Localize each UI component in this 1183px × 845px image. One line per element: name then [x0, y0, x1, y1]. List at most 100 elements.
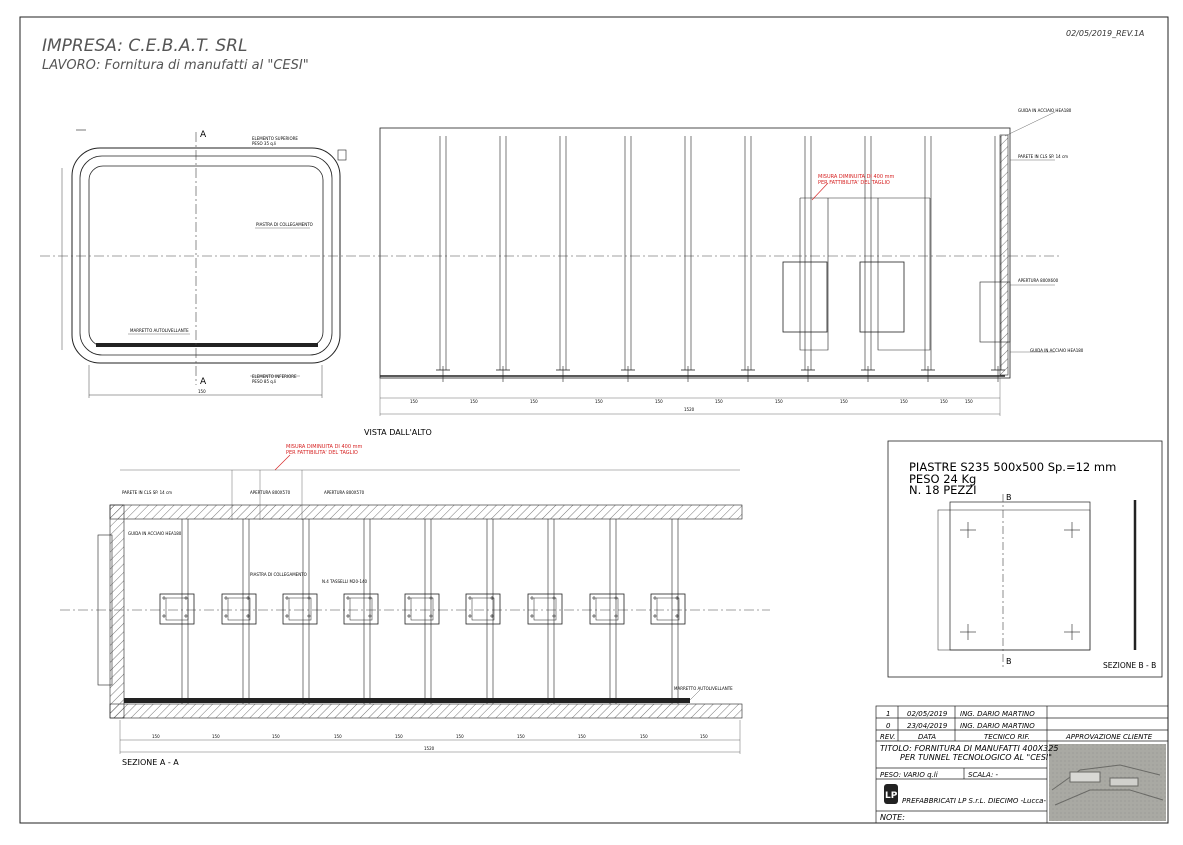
dimension-label: 150: [775, 399, 783, 404]
dimension-label: 150: [578, 734, 586, 739]
dimension-label: 150: [655, 399, 663, 404]
label-elemento-inferiore: ELEMENTO INFERIORE: [252, 374, 297, 379]
label-parete-top: PARETE IN CLS SP. 14 cm: [1018, 154, 1068, 159]
connection-plate: [589, 593, 625, 625]
connection-plate-inner: [471, 597, 495, 621]
connection-plate-inner: [656, 597, 680, 621]
longitudinal-view: [360, 111, 1060, 416]
rev-0-date: 23/04/2019: [907, 722, 948, 730]
label-misura-top-2: PER FATTIBILITA' DEL TAGLIO: [818, 180, 890, 186]
sheet-border: [19, 16, 1169, 824]
rev-0-number: 0: [886, 722, 891, 730]
dimension-label: 150: [410, 399, 418, 404]
label-elemento-superiore: ELEMENTO SUPERIORE: [252, 136, 298, 141]
dimension-label: 150: [152, 734, 160, 739]
label-tasselli: N.4 TASSELLI M20-140: [322, 579, 368, 584]
dim-total-plan: 1520: [424, 746, 435, 751]
connection-plate: [343, 593, 379, 625]
sezione-bb-label: SEZIONE B - B: [1103, 661, 1156, 670]
dimension-label: 150: [700, 734, 708, 739]
connection-plate: [527, 593, 563, 625]
piastre-detail-box: [887, 440, 1163, 678]
section-mark-a-bottom: A: [200, 377, 207, 387]
scala-field: SCALA: -: [968, 771, 999, 779]
connection-plate: [404, 593, 440, 625]
header-approvazione: APPROVAZIONE CLIENTE: [1065, 733, 1153, 741]
dimension-label: 150: [272, 734, 280, 739]
connection-plate-inner: [227, 597, 251, 621]
header-data: DATA: [918, 733, 936, 741]
label-piastra-plan: PIASTRA DI COLLEGAMENTO: [250, 572, 307, 577]
dimension-label: 150: [212, 734, 220, 739]
dimension-label: 150: [900, 399, 908, 404]
label-marretto-plan: MARRETTO AUTOLIVELLANTE: [674, 686, 733, 691]
label-misura-plan-1: MISURA DIMINUITA DI 400 mm: [286, 444, 362, 450]
dimension-label: 150: [595, 399, 603, 404]
dimension-label: 150: [965, 399, 973, 404]
revision-code: 02/05/2019_REV.1A: [1066, 29, 1144, 38]
connection-plate: [650, 593, 686, 625]
dimension-label: 150: [715, 399, 723, 404]
label-apertura-plan-1: APERTURA 800X570: [250, 490, 291, 495]
dim-total-top: 1520: [684, 407, 695, 412]
label-guida-top: GUIDA IN ACCIAIO HEA180: [1018, 108, 1072, 113]
connection-plate-inner: [595, 597, 619, 621]
label-parete-plan: PARETE IN CLS SP. 14 cm: [122, 490, 172, 495]
titolo-line2: PER TUNNEL TECNOLOGICO AL "CESI": [900, 753, 1052, 762]
note-field: NOTE:: [880, 813, 905, 822]
peso-field: PESO: VARIO q.li: [880, 771, 938, 779]
connection-plate-inner: [288, 597, 312, 621]
rev-1-date: 02/05/2019: [907, 710, 948, 718]
top-dimension-chain: 150 150 150 150 150 150 150 150 150 150 150: [410, 399, 973, 404]
titolo-line1: TITOLO: FORNITURA DI MANUFATTI 400X325: [880, 744, 1058, 753]
header-rev: REV.: [880, 733, 896, 741]
rev-1-number: 1: [886, 710, 890, 718]
dimension-label: 150: [517, 734, 525, 739]
label-apertura-plan-2: APERTURA 800X570: [324, 490, 365, 495]
dim-bottom-left: 150: [198, 389, 206, 394]
label-misura-top-1: MISURA DIMINUITA DI 400 mm: [818, 174, 894, 180]
piastre-line2: PESO 24 Kg: [909, 472, 976, 486]
section-mark-a-top: A: [200, 130, 207, 140]
label-guida-bottom: GUIDA IN ACCIAIO HEA180: [1030, 348, 1084, 353]
dimension-label: 150: [334, 734, 342, 739]
connection-plate-inner: [165, 597, 189, 621]
label-marretto: MARRETTO AUTOLIVELLANTE: [130, 328, 189, 333]
connection-plate-inner: [410, 597, 434, 621]
label-peso-inferiore: PESO 85 q.li: [252, 379, 276, 384]
section-mark-b-bottom: B: [1006, 657, 1012, 666]
lavoro-title: LAVORO: Fornitura di manufatti al "CESI": [42, 58, 309, 73]
vista-alto-title: VISTA DALL'ALTO: [364, 428, 432, 437]
piastre-line3: N. 18 PEZZI: [909, 483, 977, 497]
rev-1-tecnico: ING. DARIO MARTINO: [960, 710, 1035, 718]
connection-plate: [221, 593, 257, 625]
piastre-line1: PIASTRE S235 500x500 Sp.=12 mm: [909, 460, 1116, 474]
plan-view: [60, 454, 770, 754]
company-logo: LP: [884, 784, 898, 804]
connection-plate: [159, 593, 195, 625]
connection-plate: [465, 593, 501, 625]
label-apertura-top: APERTURA 800X600: [1018, 278, 1059, 283]
impresa-title: IMPRESA: C.E.B.A.T. SRL: [42, 36, 247, 56]
connection-plate: [282, 593, 318, 625]
label-peso-superiore: PESO 35 q.li: [252, 141, 276, 146]
dimension-label: 150: [640, 734, 648, 739]
company-name: PREFABBRICATI LP S.r.L. DIECIMO -Lucca-: [902, 797, 1046, 805]
connection-plate-inner: [349, 597, 373, 621]
sezione-aa-label: SEZIONE A - A: [122, 758, 179, 767]
dimension-label: 150: [940, 399, 948, 404]
dimension-label: 150: [840, 399, 848, 404]
dimension-label: 150: [470, 399, 478, 404]
label-misura-plan-2: PER FATTIBILITA' DEL TAGLIO: [286, 450, 358, 456]
dimension-label: 150: [530, 399, 538, 404]
dimension-label: 150: [456, 734, 464, 739]
dimension-label: 150: [395, 734, 403, 739]
cross-section-view: [40, 129, 360, 398]
connection-plate-inner: [533, 597, 557, 621]
title-block-frame: [875, 705, 1169, 824]
header-tecnico: TECNICO RIF.: [984, 733, 1030, 741]
plan-dimension-chain: 150 150 150 150 150 150 150 150 150 150: [152, 734, 708, 739]
company-logo-text: LP: [885, 791, 898, 801]
